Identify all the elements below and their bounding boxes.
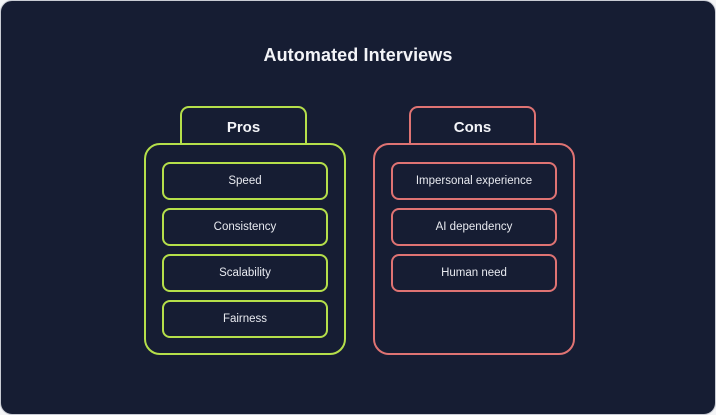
pros-item-speed: Speed <box>162 162 328 200</box>
cons-panel: Impersonal experience AI dependency Huma… <box>373 143 575 355</box>
pros-item-scalability: Scalability <box>162 254 328 292</box>
cons-item-human-need: Human need <box>391 254 557 292</box>
cons-header-tab: Cons <box>409 106 536 144</box>
cons-item-ai-dependency: AI dependency <box>391 208 557 246</box>
cons-item-impersonal-experience: Impersonal experience <box>391 162 557 200</box>
pros-item-consistency: Consistency <box>162 208 328 246</box>
pros-panel: Speed Consistency Scalability Fairness <box>144 143 346 355</box>
pros-header-tab: Pros <box>180 106 307 144</box>
pros-item-fairness: Fairness <box>162 300 328 338</box>
diagram-title: Automated Interviews <box>263 45 453 65</box>
